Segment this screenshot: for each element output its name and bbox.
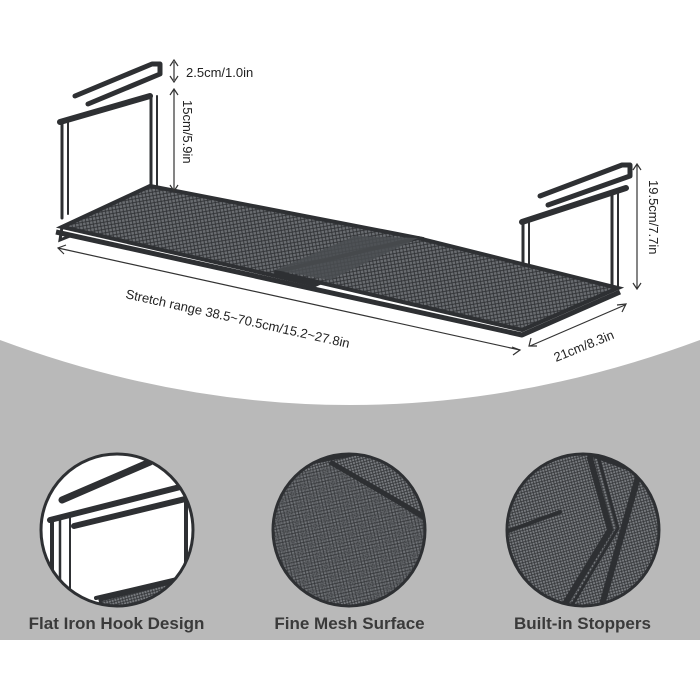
upright-height-label: 15cm/5.9in <box>180 100 195 164</box>
feature-label-mesh: Fine Mesh Surface <box>274 614 425 633</box>
dimension-lines <box>56 58 642 356</box>
feature-label-stoppers: Built-in Stoppers <box>514 614 651 633</box>
stretch-range-label: Stretch range 38.5~70.5cm/15.2~27.8in <box>124 286 351 351</box>
total-height-label: 19.5cm/7.7in <box>646 180 661 254</box>
hook-gap-label: 2.5cm/1.0in <box>186 65 253 80</box>
feature-label-hook: Flat Iron Hook Design <box>28 614 205 633</box>
detail-circle-mesh <box>271 452 427 608</box>
shelf-trays <box>55 183 625 338</box>
